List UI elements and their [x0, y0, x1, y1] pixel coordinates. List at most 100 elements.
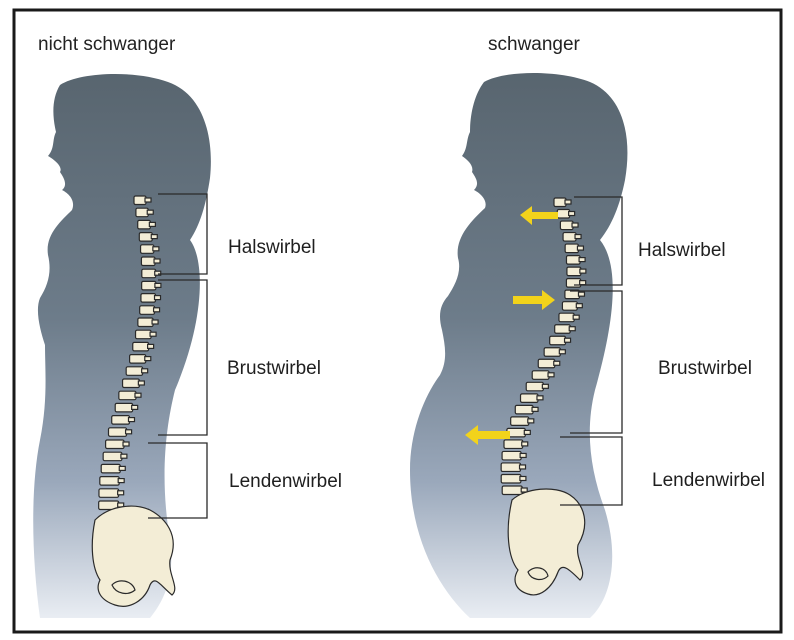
- vertebra-process: [154, 259, 160, 263]
- vertebra: [501, 463, 520, 472]
- vertebra: [103, 452, 122, 461]
- vertebra-process: [579, 258, 585, 262]
- vertebra-process: [577, 246, 583, 250]
- label-lendenwirbel: Lendenwirbel: [229, 471, 342, 492]
- vertebra: [101, 464, 120, 473]
- vertebra-process: [150, 332, 156, 336]
- panel-title: nicht schwanger: [38, 34, 176, 55]
- vertebra-process: [153, 247, 159, 251]
- vertebra: [511, 417, 529, 426]
- vertebra-process: [154, 308, 160, 312]
- vertebra-process: [147, 210, 153, 214]
- vertebra: [515, 405, 533, 414]
- vertebra-process: [145, 357, 151, 361]
- vertebra-process: [548, 373, 554, 377]
- vertebra: [563, 233, 576, 242]
- vertebra: [136, 208, 148, 217]
- vertebra: [134, 196, 146, 205]
- vertebra: [136, 330, 152, 339]
- vertebra: [555, 325, 571, 334]
- vertebra: [504, 440, 523, 449]
- vertebra: [544, 348, 560, 357]
- vertebra: [99, 489, 119, 498]
- vertebra-process: [142, 369, 148, 373]
- vertebra: [141, 257, 155, 266]
- vertebra: [115, 403, 132, 412]
- label-brustwirbel: Brustwirbel: [658, 358, 752, 379]
- vertebra: [550, 336, 566, 345]
- vertebra-process: [532, 407, 538, 411]
- vertebra: [119, 391, 136, 400]
- vertebra-process: [138, 381, 144, 385]
- vertebra: [139, 233, 152, 242]
- vertebra: [138, 318, 153, 327]
- vertebra-process: [569, 212, 575, 216]
- vertebra: [559, 313, 574, 322]
- vertebra-process: [126, 430, 132, 434]
- vertebra: [142, 281, 156, 290]
- vertebra-process: [580, 269, 586, 273]
- vertebra-process: [135, 393, 141, 397]
- vertebra: [566, 279, 580, 288]
- vertebra-process: [145, 198, 151, 202]
- vertebra-process: [121, 454, 127, 458]
- vertebra: [112, 416, 130, 425]
- vertebra-process: [569, 327, 575, 331]
- vertebra: [142, 269, 156, 278]
- vertebra: [123, 379, 140, 388]
- vertebra-process: [554, 361, 560, 365]
- panel-title: schwanger: [488, 34, 581, 55]
- vertebra-process: [155, 283, 161, 287]
- vertebra-process: [528, 419, 534, 423]
- vertebra-process: [520, 476, 526, 480]
- vertebra: [501, 474, 521, 483]
- vertebra: [130, 355, 146, 364]
- vertebra: [565, 244, 578, 253]
- vertebra-process: [522, 442, 528, 446]
- vertebra: [100, 477, 119, 486]
- vertebra-process: [573, 315, 579, 319]
- vertebra: [108, 428, 126, 437]
- vertebra: [106, 440, 124, 449]
- vertebra-process: [572, 223, 578, 227]
- label-lendenwirbel: Lendenwirbel: [652, 470, 765, 491]
- vertebra: [562, 302, 577, 311]
- vertebra: [502, 486, 522, 495]
- vertebra-process: [576, 304, 582, 308]
- vertebra: [560, 221, 573, 230]
- vertebra: [566, 256, 580, 265]
- label-brustwirbel: Brustwirbel: [227, 358, 321, 379]
- vertebra-process: [520, 453, 526, 457]
- vertebra: [538, 359, 554, 368]
- vertebra: [138, 220, 151, 229]
- vertebra: [141, 245, 154, 254]
- vertebra-process: [132, 405, 138, 409]
- vertebra: [554, 198, 566, 207]
- vertebra-process: [155, 296, 161, 300]
- vertebra: [140, 306, 155, 315]
- vertebra-process: [524, 430, 530, 434]
- vertebra-process: [565, 338, 571, 342]
- vertebra-process: [118, 479, 124, 483]
- vertebra: [502, 451, 521, 460]
- label-halswirbel: Halswirbel: [638, 240, 726, 261]
- vertebra: [557, 210, 569, 219]
- vertebra-process: [118, 491, 124, 495]
- vertebra-process: [128, 418, 134, 422]
- vertebra: [532, 371, 549, 380]
- vertebra-process: [149, 222, 155, 226]
- vertebra-process: [520, 465, 526, 469]
- vertebra: [141, 294, 156, 303]
- vertebra-process: [542, 384, 548, 388]
- vertebra-process: [559, 350, 565, 354]
- vertebra-process: [151, 235, 157, 239]
- vertebra-process: [123, 442, 129, 446]
- vertebra: [526, 382, 543, 391]
- vertebra-process: [537, 396, 543, 400]
- label-halswirbel: Halswirbel: [228, 237, 316, 258]
- vertebra: [521, 394, 538, 403]
- vertebra: [126, 367, 142, 376]
- vertebra-process: [565, 200, 571, 204]
- vertebra-process: [152, 320, 158, 324]
